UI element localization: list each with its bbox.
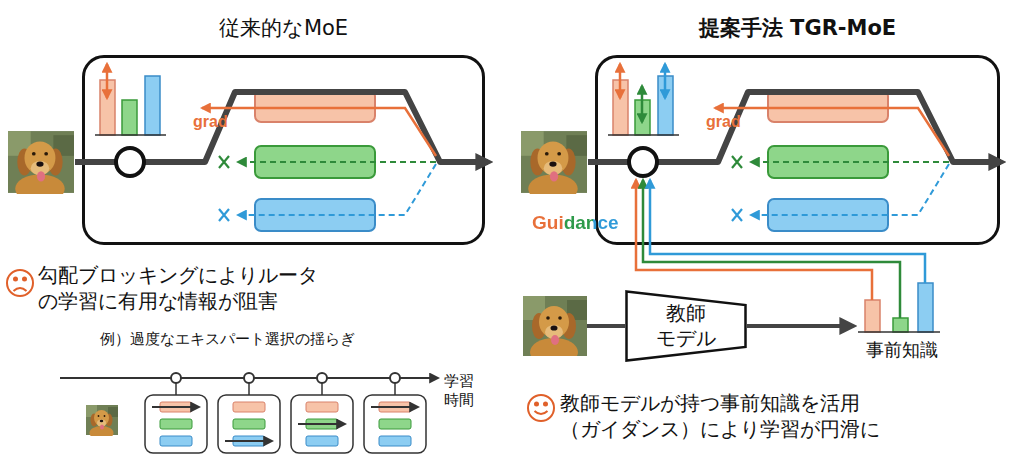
benefit-note: 教師モデルが持つ事前知識を活用 （ガイダンス）により学習が円滑に — [560, 390, 905, 442]
time-axis — [60, 377, 438, 379]
dog-photo — [8, 131, 74, 203]
moe-layer-box: 提案手法 TGR-MoE — [595, 55, 1000, 245]
example-note: 例）過度なエキスパート選択の揺らぎ — [100, 330, 355, 349]
right-panel-drawing — [521, 64, 1001, 366]
trapezoid-shape — [627, 292, 746, 361]
happy-face-icon — [528, 395, 554, 421]
input-line — [587, 324, 625, 328]
chart-baseline — [858, 331, 940, 333]
moe-layer-drawing — [75, 76, 488, 231]
router-update-arrow — [641, 86, 644, 122]
flow-arrow — [747, 324, 852, 328]
gradient-label: grad — [706, 113, 741, 131]
expert-selection-snapshot — [218, 373, 280, 453]
chart-bar — [918, 283, 933, 332]
problem-note: 勾配ブロッキングによりルータ の学習に有用な情報が阻害 — [38, 262, 338, 314]
dog-photo — [86, 405, 118, 440]
block-label: 教師 モデル — [646, 301, 726, 351]
chart-bar — [865, 300, 880, 332]
timeline-example — [60, 373, 438, 453]
moe-layer-drawing — [588, 64, 1001, 231]
left-panel-drawing — [8, 64, 488, 231]
teacher-model-block: 教師 モデル — [625, 290, 747, 362]
panel-heading: 従来的なMoE — [85, 14, 482, 42]
moe-layer-box: 従来的なMoE — [82, 55, 485, 245]
router-update-arrow — [619, 64, 622, 98]
expert-selection-snapshot — [364, 373, 426, 453]
guidance-label: Guidance — [532, 212, 619, 234]
guidance-line — [650, 180, 925, 283]
expert-selection-snapshot — [145, 373, 207, 453]
chart-caption: 事前知識 — [852, 338, 952, 362]
guidance-line — [636, 180, 872, 300]
dog-photo — [523, 296, 587, 366]
sad-face-icon — [7, 270, 33, 296]
prior-knowledge-chart: 事前知識 — [852, 278, 952, 362]
router-update-arrow — [664, 64, 667, 98]
dog-photo — [521, 131, 587, 203]
router-update-arrow — [106, 64, 109, 98]
expert-selection-snapshot — [291, 373, 353, 453]
panel-heading: 提案手法 TGR-MoE — [598, 14, 997, 42]
gradient-label: grad — [193, 113, 228, 131]
axis-label: 学習 時間 — [444, 372, 480, 410]
chart-bar — [893, 318, 908, 332]
